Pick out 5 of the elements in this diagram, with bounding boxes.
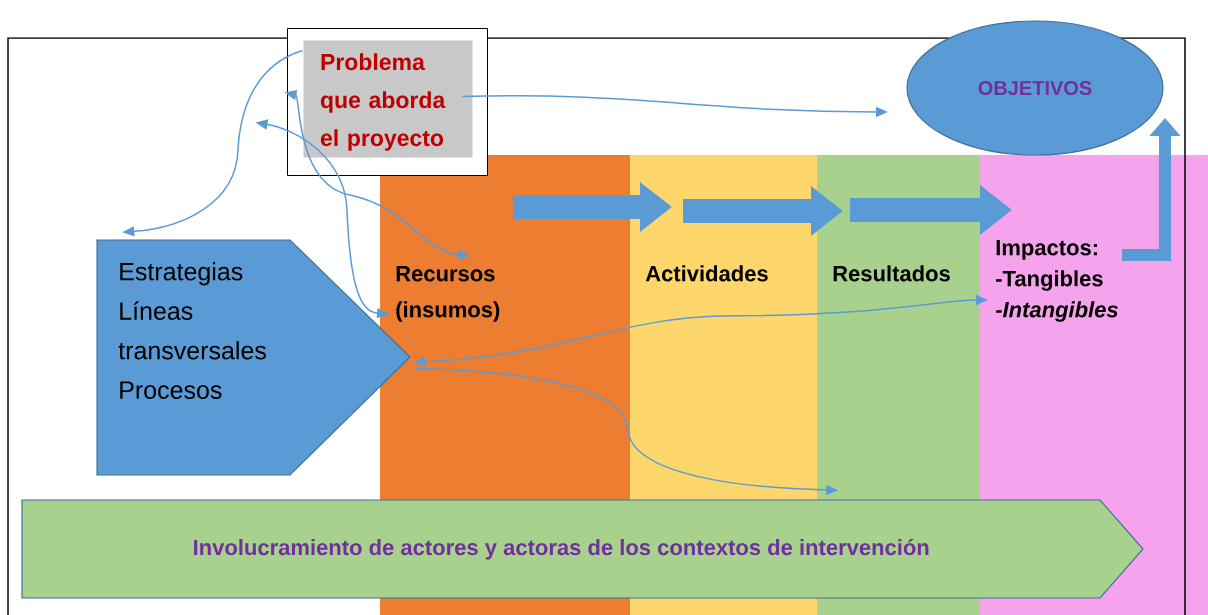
problem-box: Problema que aborda el proyecto (287, 28, 488, 176)
band-label: Resultados (833, 265, 950, 282)
band-label: Impactos: -Tangibles -Intangibles (995, 240, 1118, 322)
band-label: Actividades (645, 265, 768, 282)
node-label: Problema que aborda el proyecto (320, 53, 446, 151)
